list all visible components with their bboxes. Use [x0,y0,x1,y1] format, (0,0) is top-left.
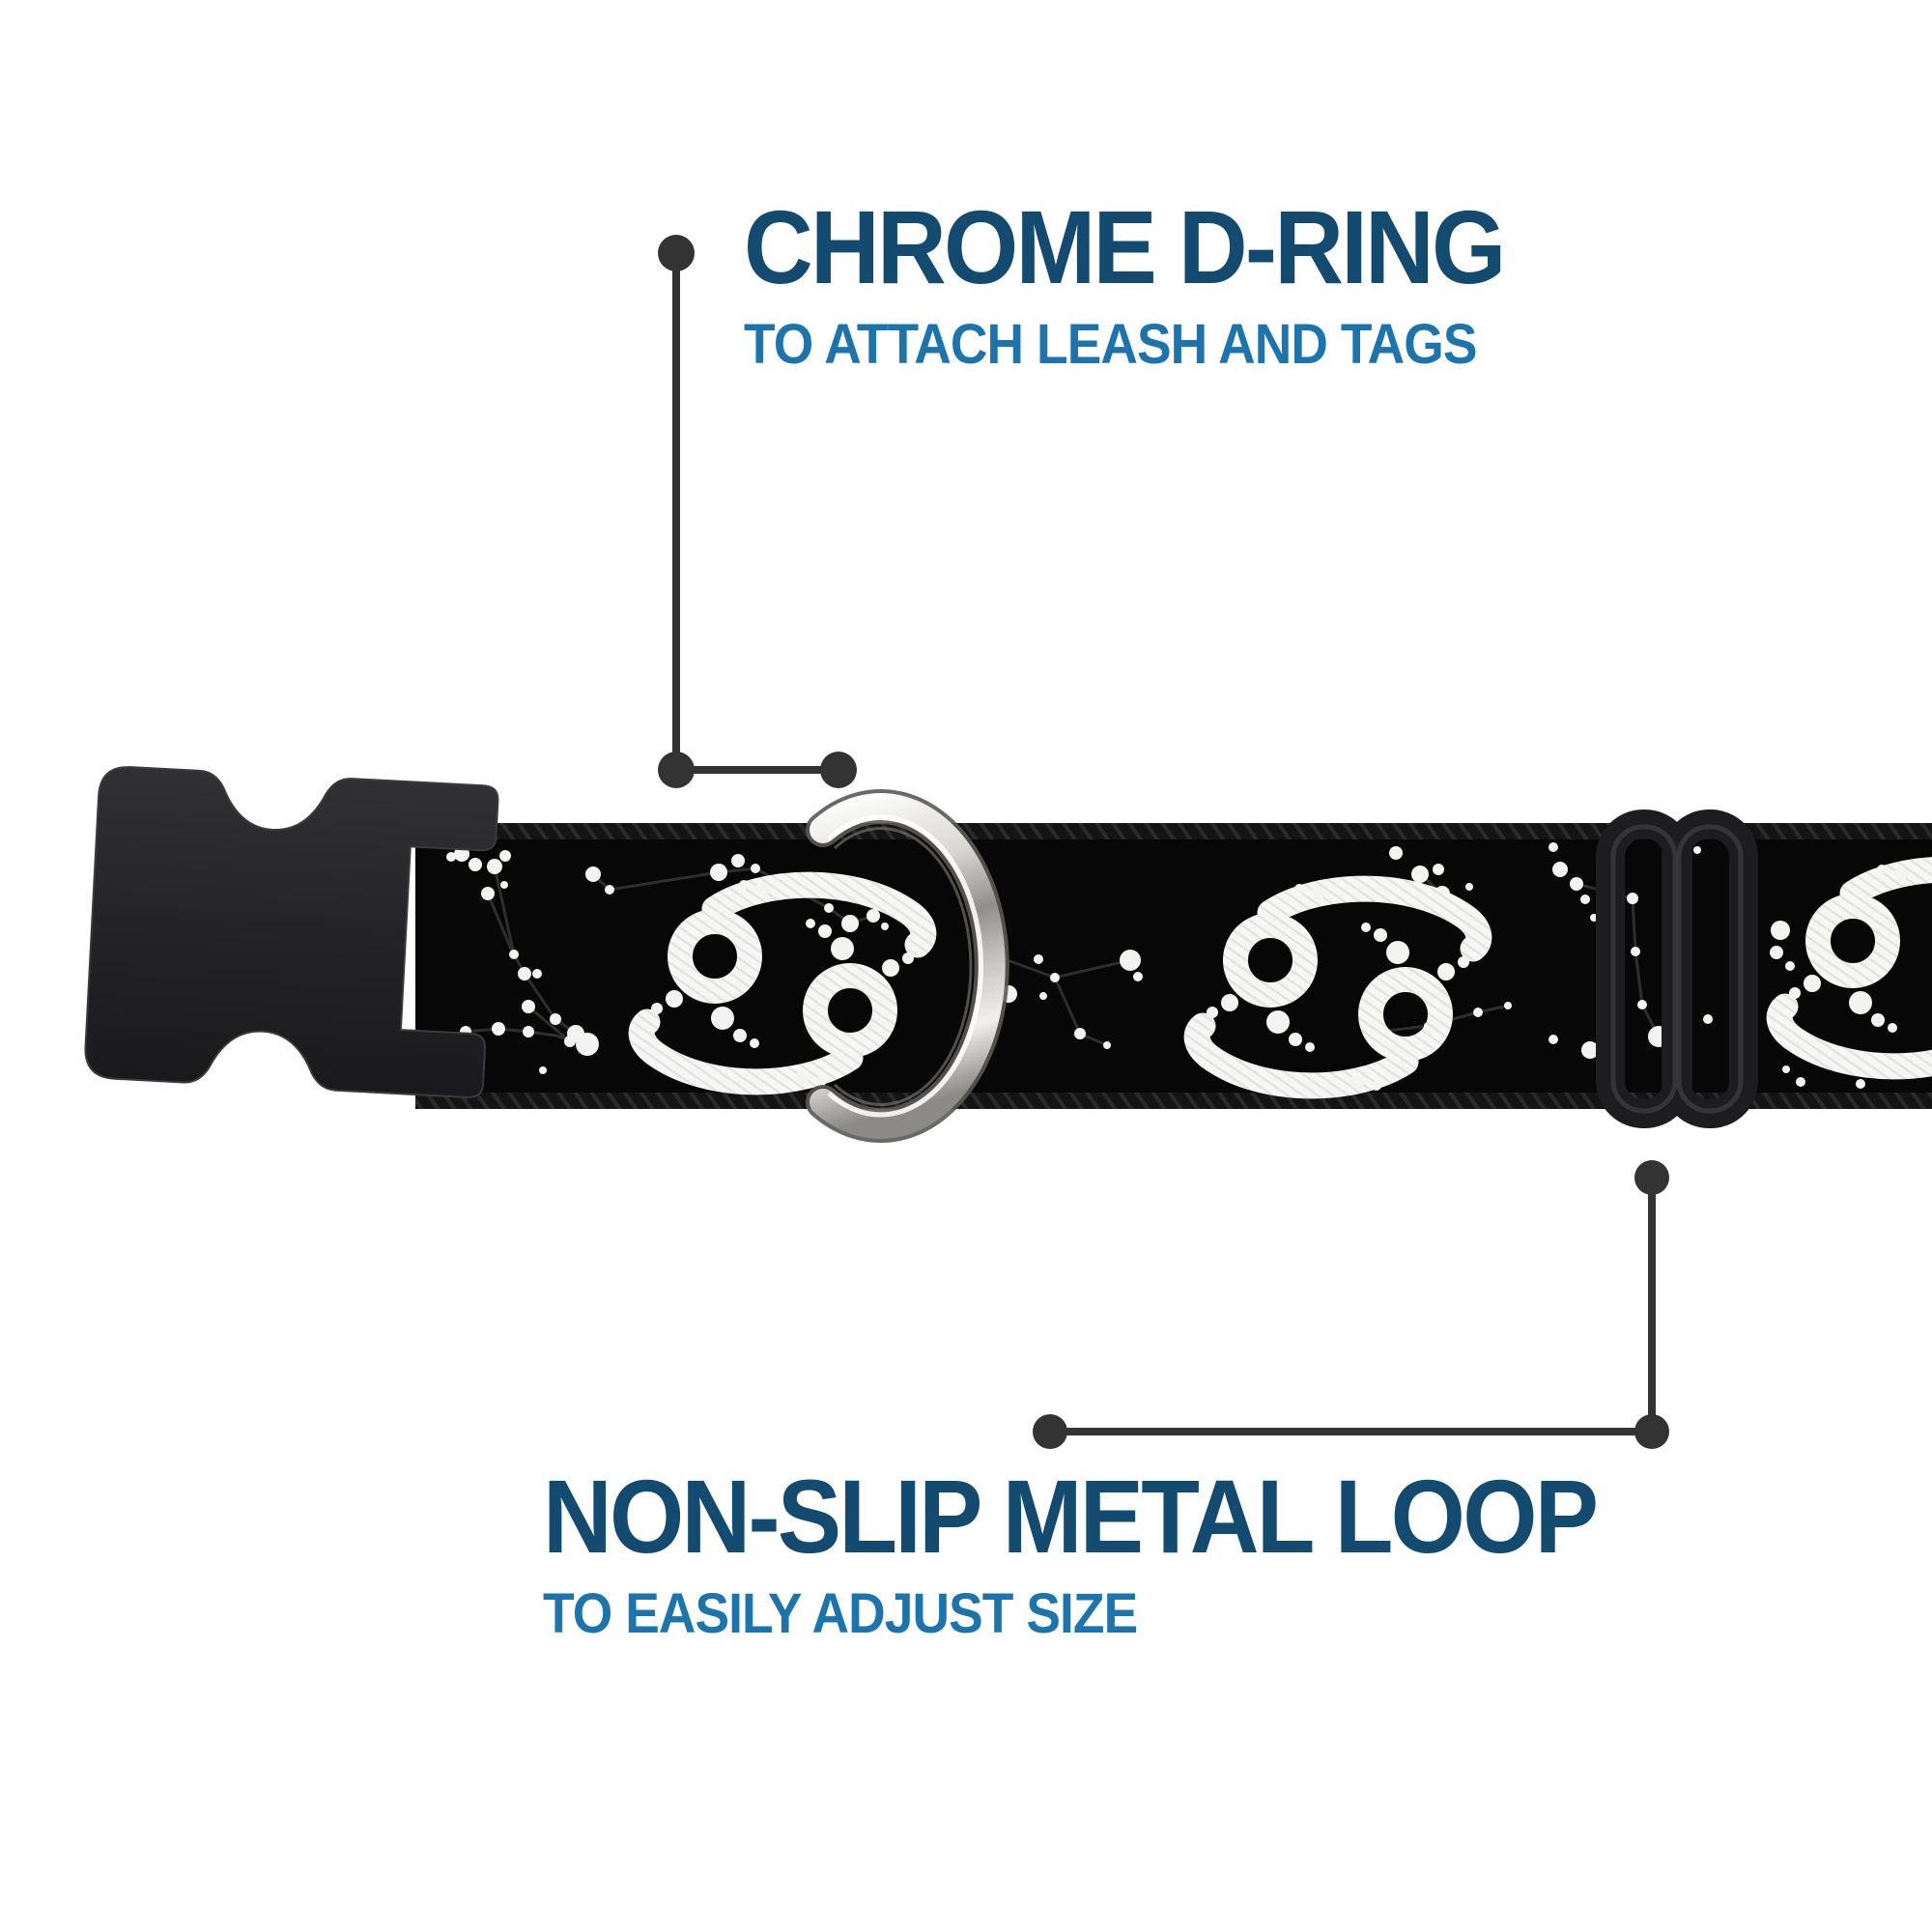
collar-webbing [415,823,1932,1109]
metal-slider-loop [1596,810,1758,1128]
side-release-buckle [84,766,499,1098]
callout-dot [820,752,857,788]
callout-dot [1634,1414,1669,1449]
callout-dot [1033,1414,1067,1449]
callout-label-d-ring: CHROME D-RING TO ATTACH LEASH AND TAGS [744,188,1506,376]
callout-leader-d-ring [658,235,857,788]
callout-dot [658,752,695,788]
callout-title-d-ring: CHROME D-RING [744,188,1506,305]
callout-label-metal-loop: NON-SLIP METAL LOOP TO EASILY ADJUST SIZ… [543,1458,1599,1645]
callout-dot [1634,1160,1669,1195]
callout-subtitle-metal-loop: TO EASILY ADJUST SIZE [543,1582,1138,1645]
callout-title-metal-loop: NON-SLIP METAL LOOP [543,1458,1599,1575]
callout-leader-metal-loop [1033,1160,1669,1449]
callout-dot [658,235,695,271]
chrome-d-ring [806,789,1009,1143]
callout-subtitle-d-ring: TO ATTACH LEASH AND TAGS [744,313,1477,376]
